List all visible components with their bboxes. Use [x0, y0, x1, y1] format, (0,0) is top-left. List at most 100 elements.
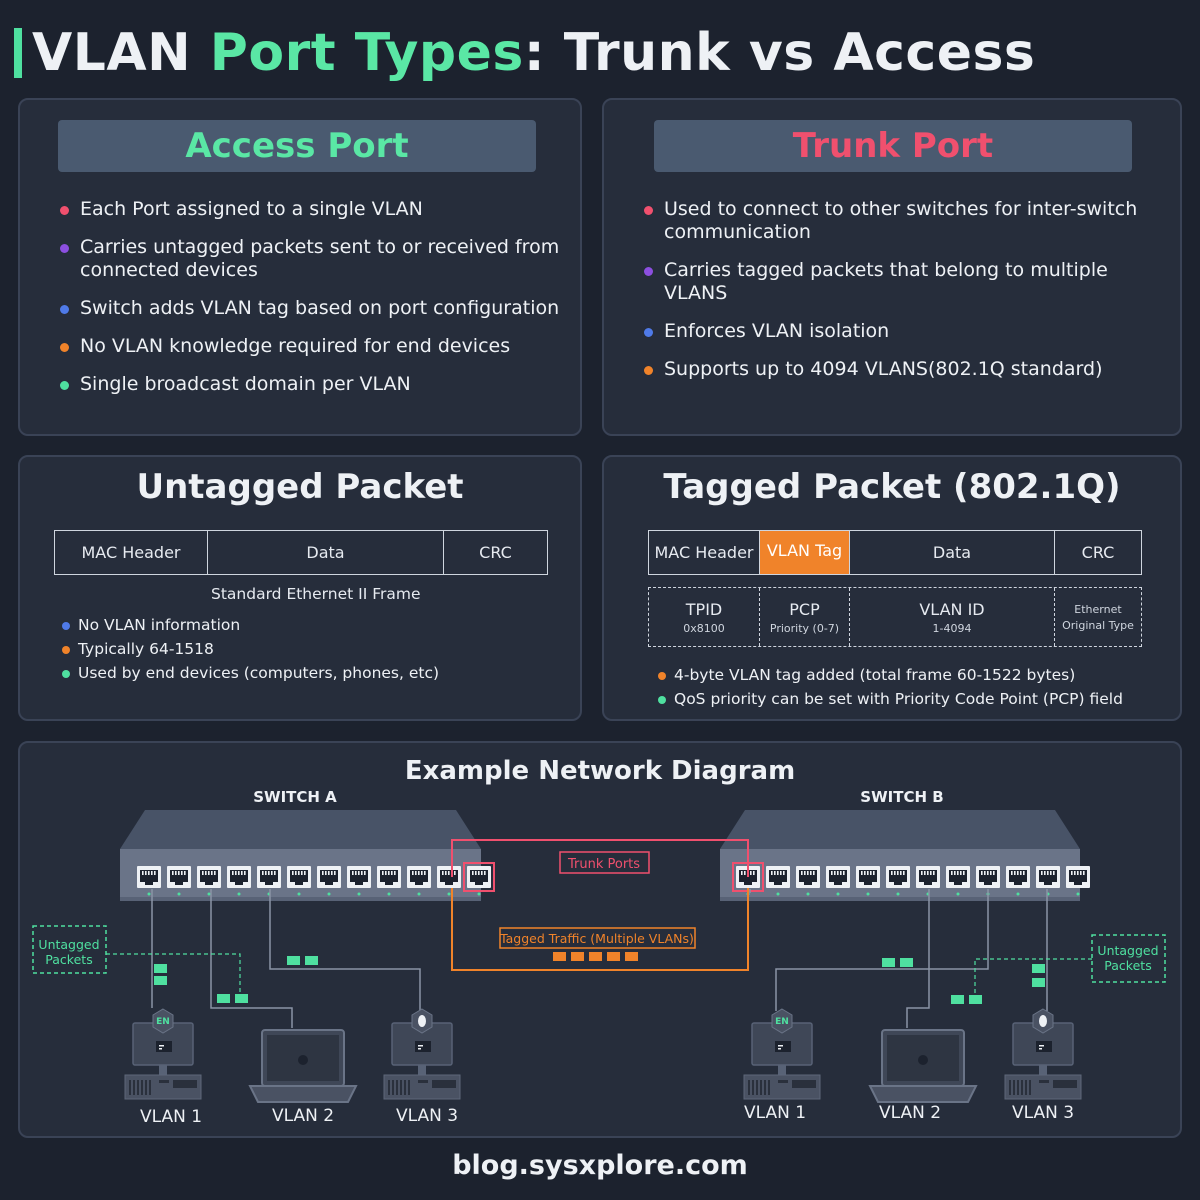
field-vlan-id-name: VLAN ID: [919, 599, 985, 619]
bullet-dot: [658, 672, 666, 680]
right-vlan2-laptop: [869, 1029, 977, 1103]
footer-site: blog.sysxplore.com: [452, 1150, 748, 1181]
diagram-title: Example Network Diagram: [405, 756, 795, 786]
field-ethernet-type: Ethernet Original Type: [1055, 588, 1141, 646]
field-tpid-name: TPID: [685, 599, 723, 619]
left-label-vlan2: VLAN 2: [272, 1106, 334, 1126]
bullet-item: Each Port assigned to a single VLAN: [60, 198, 560, 221]
bullet-dot: [62, 646, 70, 654]
port-led: [297, 892, 301, 896]
untagged-packets-right: Untagged Packets: [974, 934, 1166, 995]
title-accent-bar: [14, 28, 22, 78]
field-vlan-id-value: 1-4094: [932, 621, 972, 635]
switch-a: [120, 810, 495, 901]
bullet-item: Typically 64-1518: [60, 639, 439, 659]
bullet-text: No VLAN information: [78, 616, 241, 634]
title-part-vlan: VLAN: [32, 23, 210, 83]
switch-port: [1066, 866, 1090, 888]
switch-port: [796, 866, 820, 888]
bullet-dot: [60, 343, 69, 352]
port-led: [896, 892, 900, 896]
switch-port: [197, 866, 221, 888]
right-label-vlan3: VLAN 3: [1012, 1103, 1074, 1123]
left-vlan3-desktop: [383, 1008, 461, 1100]
bullet-text: Carries tagged packets that belong to mu…: [664, 259, 1108, 304]
untagged-frame-caption: Standard Ethernet II Frame: [211, 585, 421, 603]
untagged-label-left-1: Untagged: [38, 937, 99, 952]
bullet-dot: [60, 206, 69, 215]
right-vlan3-desktop: [1004, 1008, 1082, 1100]
port-led: [836, 892, 840, 896]
bullet-text: Switch adds VLAN tag based on port confi…: [80, 297, 560, 319]
tagged-traffic-label: Tagged Traffic (Multiple VLANs): [499, 931, 694, 946]
bullet-item: 4-byte VLAN tag added (total frame 60-15…: [656, 665, 1123, 685]
switch-port: [347, 866, 371, 888]
switch-port: [317, 866, 341, 888]
switch-a-label: SWITCH A: [253, 788, 337, 806]
port-led: [357, 892, 361, 896]
field-ethernet-name: Ethernet: [1074, 602, 1122, 616]
right-untagged-packets: [882, 958, 1045, 1004]
bullet-text: Supports up to 4094 VLANS(802.1Q standar…: [664, 358, 1103, 380]
tagged-packet-panel: Tagged Packet (802.1Q) MAC Header VLAN T…: [602, 455, 1182, 721]
port-led: [417, 892, 421, 896]
untagged-label-right-1: Untagged: [1097, 943, 1158, 958]
bullet-dot: [644, 366, 653, 375]
network-diagram: Example Network Diagram SWITCH A SWITCH …: [32, 756, 1166, 1127]
tagged-traffic-label-box: [499, 927, 696, 949]
frame-vlan-tag: VLAN Tag: [760, 531, 850, 574]
tagged-packets: [553, 952, 638, 961]
trunk-port-highlight: [463, 862, 495, 892]
bullet-dot: [644, 267, 653, 276]
port-led: [776, 892, 780, 896]
switch-port: [227, 866, 251, 888]
switch-port: [467, 866, 491, 888]
bullet-text: No VLAN knowledge required for end devic…: [80, 335, 511, 357]
frame-data: Data: [850, 531, 1055, 574]
left-untagged-packets: [154, 956, 318, 1003]
bullet-item: No VLAN information: [60, 615, 439, 635]
untagged-label-left-2: Packets: [45, 952, 92, 967]
left-cables: [151, 889, 421, 1028]
bullet-dot: [62, 622, 70, 630]
switch-port: [377, 866, 401, 888]
port-led: [447, 892, 451, 896]
port-led: [1076, 892, 1080, 896]
bullet-item: Switch adds VLAN tag based on port confi…: [60, 297, 560, 320]
port-led: [327, 892, 331, 896]
bullet-text: Enforces VLAN isolation: [664, 320, 890, 342]
port-led: [177, 892, 181, 896]
port-led: [477, 892, 481, 896]
bullet-text: Used to connect to other switches for in…: [664, 198, 1138, 243]
port-led: [207, 892, 211, 896]
vlan-tag-fields: TPID 0x8100 PCP Priority (0-7) VLAN ID 1…: [648, 587, 1142, 647]
bullet-item: Used by end devices (computers, phones, …: [60, 663, 439, 683]
access-bullets: Each Port assigned to a single VLAN Carri…: [60, 198, 560, 411]
port-led: [1016, 892, 1020, 896]
right-label-vlan2: VLAN 2: [879, 1103, 941, 1123]
frame-crc: CRC: [479, 543, 512, 562]
bullet-item: QoS priority can be set with Priority Co…: [656, 689, 1123, 709]
field-tpid: TPID 0x8100: [649, 588, 760, 646]
bullet-text: Used by end devices (computers, phones, …: [78, 664, 440, 682]
trunk-ports-label: Trunk Ports: [567, 857, 640, 872]
left-label-vlan1: VLAN 1: [140, 1107, 202, 1127]
untagged-packet-panel: Untagged Packet MAC Header Data CRC Stan…: [18, 455, 582, 721]
bullet-dot: [60, 305, 69, 314]
switch-port: [856, 866, 880, 888]
switch-port: [287, 866, 311, 888]
access-port-title: Access Port: [185, 126, 409, 166]
field-vlan-id: VLAN ID 1-4094: [850, 588, 1055, 646]
trunk-bullets: Used to connect to other switches for in…: [644, 198, 1160, 396]
port-led: [866, 892, 870, 896]
trunk-port-panel: Trunk Port Used to connect to other swit…: [602, 98, 1182, 436]
field-pcp: PCP Priority (0-7): [760, 588, 850, 646]
access-port-header: Access Port: [58, 120, 536, 172]
bullet-item: Carries untagged packets sent to or rece…: [60, 236, 560, 282]
field-pcp-value: Priority (0-7): [769, 621, 840, 635]
untagged-packets-left: Untagged Packets: [32, 925, 241, 994]
svg-text:EN: EN: [156, 1017, 170, 1027]
field-pcp-name: PCP: [789, 599, 820, 619]
switch-port: [137, 866, 161, 888]
switch-port: [1036, 866, 1060, 888]
